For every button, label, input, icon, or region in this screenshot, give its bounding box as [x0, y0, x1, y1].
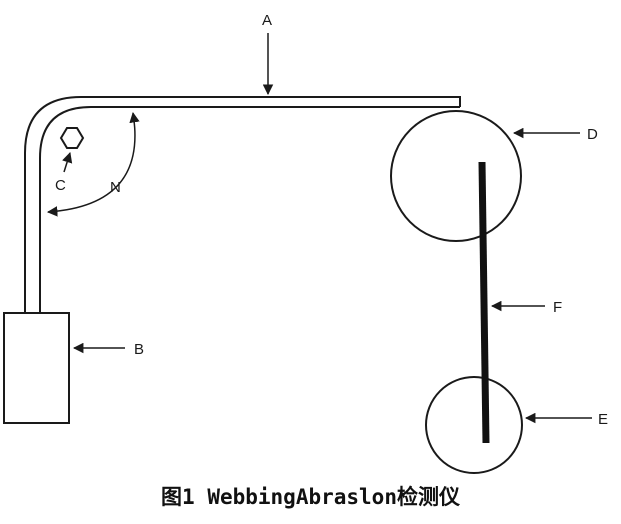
- arrow-c: [62, 151, 73, 173]
- wheel-e: [425, 376, 523, 474]
- label-a: A: [262, 12, 272, 29]
- hexagon-nut: [59, 127, 85, 149]
- frame-inner-edge: [39, 106, 460, 313]
- webbing-strip-f: [478, 161, 490, 444]
- figure-caption: 图1 WebbingAbraslon检测仪: [161, 485, 460, 509]
- label-e: E: [598, 411, 608, 428]
- block-b: [3, 312, 70, 424]
- frame-outer-edge: [24, 96, 461, 313]
- frame-rail: [24, 96, 461, 313]
- label-f: F: [553, 299, 562, 316]
- label-b: B: [134, 341, 144, 358]
- abrasion-tester-diagram: A C N B D E F: [3, 12, 608, 474]
- angle-arc-n: [46, 111, 140, 217]
- wheel-d: [390, 110, 522, 242]
- label-c: C: [55, 177, 66, 194]
- label-n: N: [110, 179, 121, 196]
- label-d: D: [587, 126, 598, 143]
